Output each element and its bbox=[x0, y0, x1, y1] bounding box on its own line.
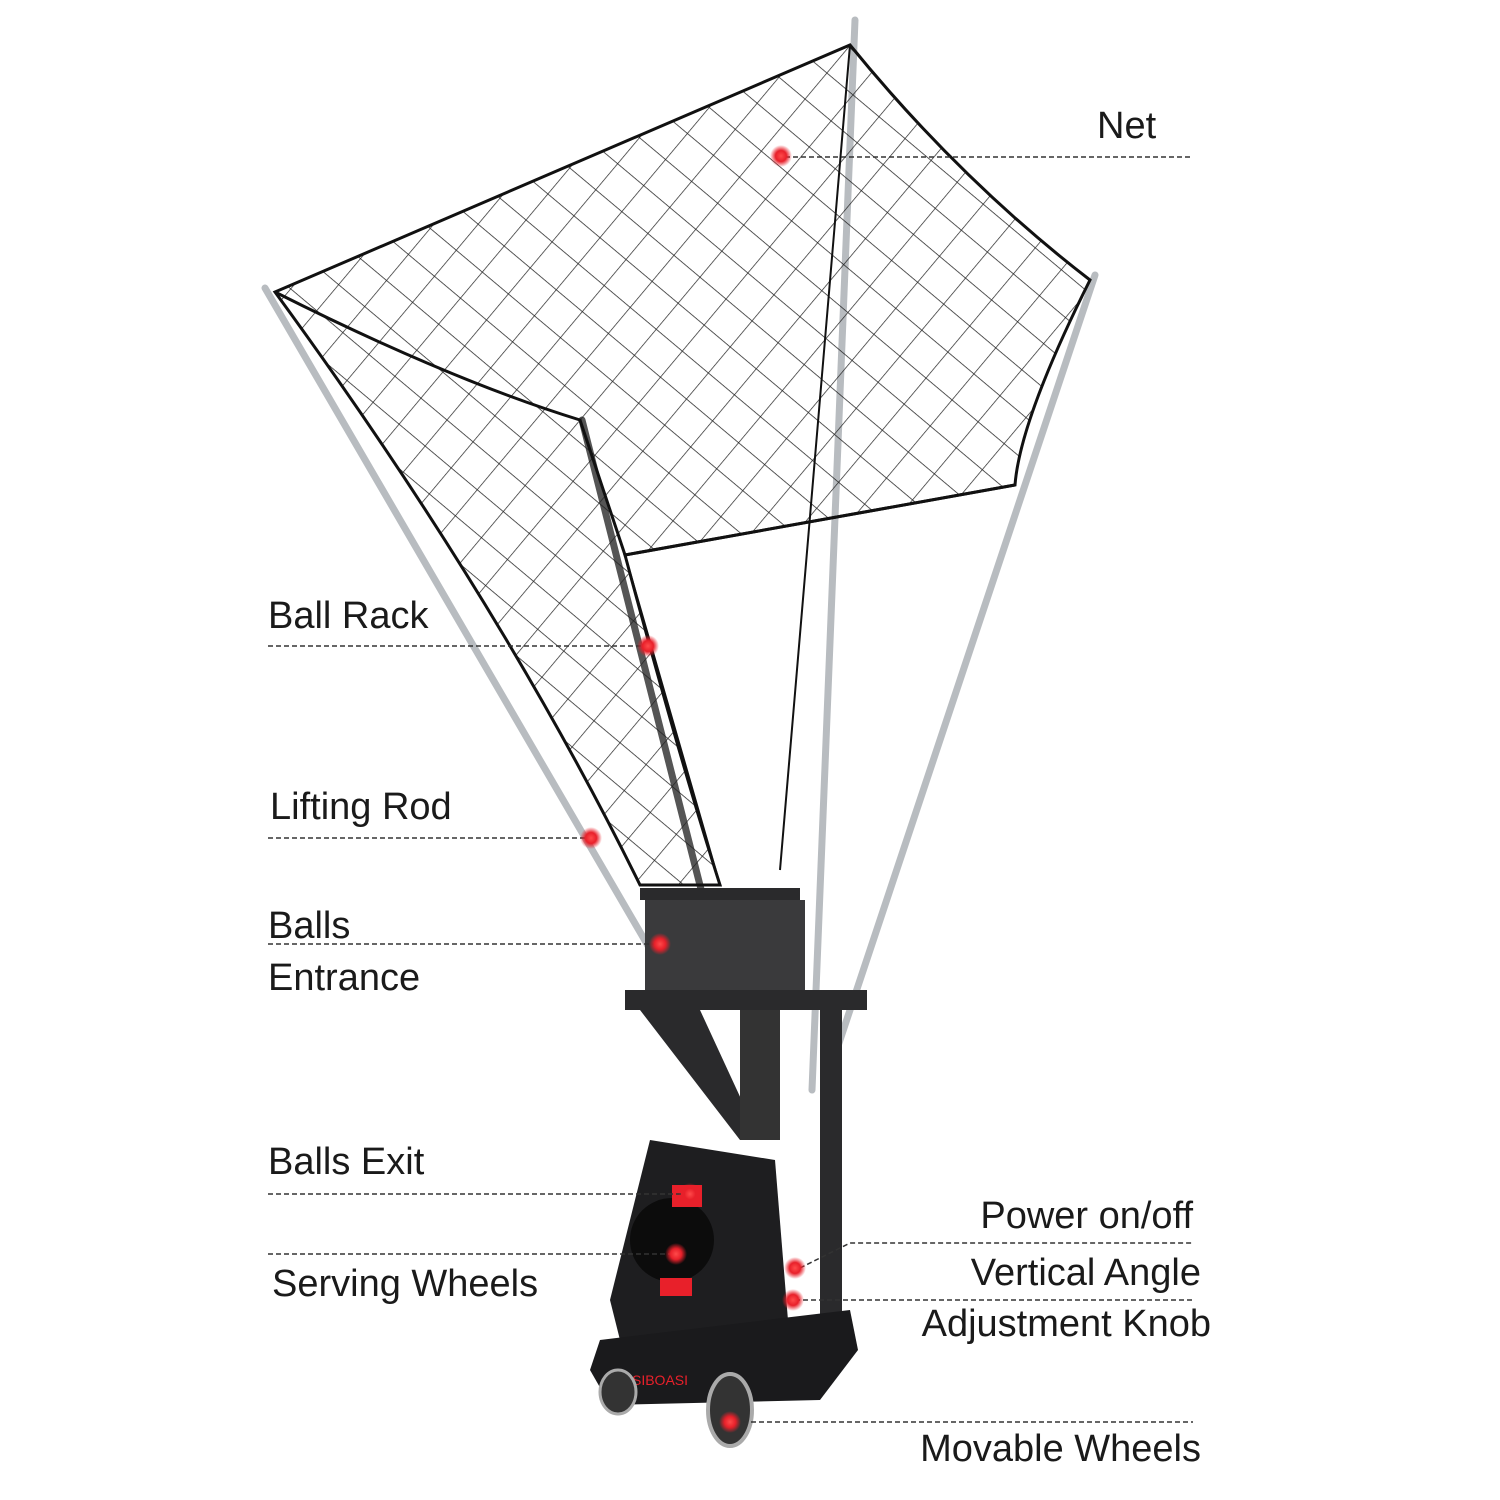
label-movable-wheels: Movable Wheels bbox=[920, 1428, 1201, 1470]
machine-body: SIBOASI bbox=[590, 1140, 858, 1405]
net bbox=[272, 43, 1092, 887]
label-vertical-angle-line2: Adjustment Knob bbox=[921, 1303, 1211, 1345]
label-balls-entrance-line1: Balls bbox=[268, 905, 351, 947]
wheels bbox=[598, 1368, 754, 1448]
brand-logo: SIBOASI bbox=[632, 1372, 688, 1388]
ball-rack-frame bbox=[625, 888, 867, 1330]
label-vertical-angle-line1: Vertical Angle bbox=[970, 1252, 1201, 1294]
label-serving-wheels: Serving Wheels bbox=[272, 1263, 539, 1305]
label-balls-entrance-line2: Entrance bbox=[268, 957, 421, 999]
leader-lines bbox=[268, 156, 1193, 1423]
label-lifting-rod: Lifting Rod bbox=[270, 786, 452, 828]
label-net: Net bbox=[1097, 105, 1157, 147]
label-power: Power on/off bbox=[980, 1195, 1193, 1237]
marker-dots bbox=[580, 145, 806, 1433]
label-ball-rack: Ball Rack bbox=[268, 595, 429, 637]
label-balls-exit: Balls Exit bbox=[268, 1141, 425, 1183]
